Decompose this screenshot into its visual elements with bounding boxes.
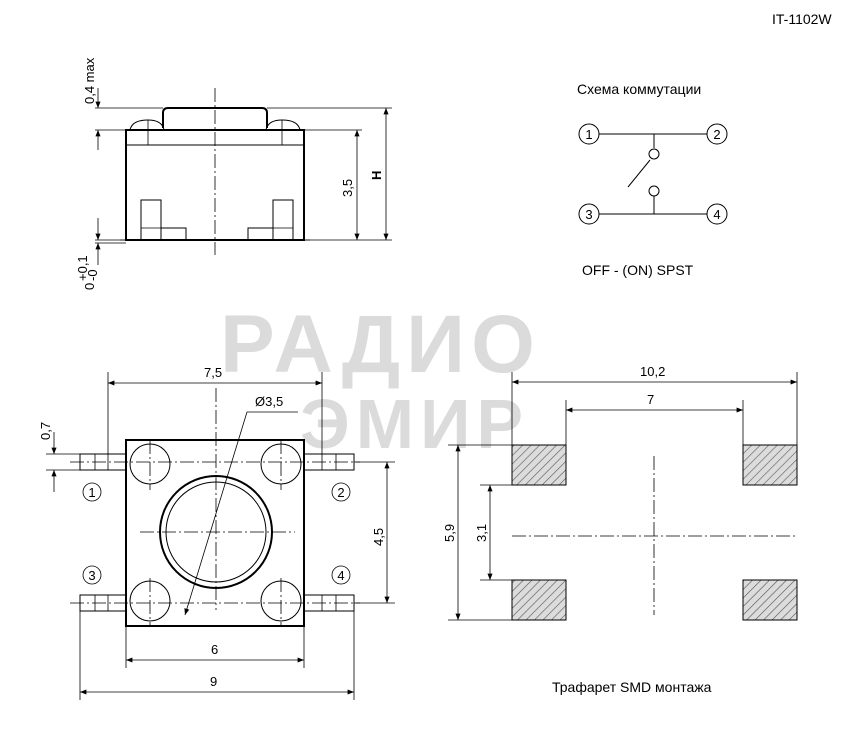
svg-text:3: 3 — [88, 568, 95, 583]
schematic-pin-4: 4 — [706, 203, 728, 225]
dim-side-body: 3,5 — [340, 179, 355, 197]
dim-top-body-width: 6 — [211, 642, 218, 657]
part-number: IT-1102W — [772, 11, 832, 27]
dim-fp-outer-x: 10,2 — [640, 364, 665, 379]
top-pin-1: 1 — [82, 482, 102, 502]
top-pin-3: 3 — [82, 565, 102, 585]
svg-text:2: 2 — [713, 127, 720, 142]
top-view: Ø3,5 1 2 3 4 7,5 0,7 4 — [38, 365, 395, 700]
svg-text:0: 0 — [82, 283, 97, 290]
smd-footprint: 10,2 7 5,9 3,1 Трафарет SMD монтажа — [442, 364, 798, 695]
dim-top-width: 7,5 — [204, 365, 222, 380]
dim-side-total: H — [369, 171, 384, 180]
side-bump-right — [265, 119, 301, 131]
dim-side-bottom-tol-plus: +0,1 — [75, 255, 90, 281]
dim-side-top: 0,4 max — [82, 57, 97, 104]
dim-fp-outer-y: 5,9 — [442, 524, 457, 542]
side-bump-left — [129, 119, 165, 131]
footprint-caption: Трафарет SMD монтажа — [552, 679, 712, 695]
schematic-pin-3: 3 — [578, 203, 600, 225]
top-pin-2: 2 — [331, 482, 351, 502]
dim-top-pin: 0,7 — [38, 422, 53, 440]
switching-schematic: Схема коммутации 1 2 3 4 OFF - (ON) SPST — [577, 81, 728, 278]
watermark: РАДИО ЭМИР — [220, 299, 541, 463]
footprint-pad-1 — [511, 444, 567, 486]
side-terminal-left — [140, 199, 162, 241]
schematic-pin-1: 1 — [578, 123, 600, 145]
watermark-line2: ЭМИР — [300, 385, 529, 463]
footprint-pad-3 — [511, 579, 567, 621]
watermark-line1: РАДИО — [220, 299, 541, 390]
footprint-pad-4 — [742, 579, 798, 621]
dim-fp-inner-x: 7 — [647, 392, 654, 407]
schematic-title: Схема коммутации — [577, 81, 701, 97]
top-pin-4: 4 — [331, 565, 351, 585]
svg-text:1: 1 — [88, 485, 95, 500]
svg-text:4: 4 — [337, 568, 344, 583]
dim-top-overall: 9 — [210, 674, 217, 689]
dim-top-pitch: 4,5 — [371, 528, 386, 546]
dim-side-bottom: 0 +0,1 -0 — [75, 255, 100, 290]
top-body — [125, 439, 305, 627]
side-view: 0,4 max 0 +0,1 -0 3,5 H — [75, 57, 392, 290]
svg-text:3: 3 — [585, 207, 592, 222]
dim-fp-inner-y: 3,1 — [474, 524, 489, 542]
svg-text:1: 1 — [585, 127, 592, 142]
footprint-pad-2 — [742, 444, 798, 486]
schematic-pin-2: 2 — [706, 123, 728, 145]
side-actuator — [162, 107, 268, 128]
side-terminal-right — [272, 199, 294, 241]
svg-text:4: 4 — [713, 207, 720, 222]
schematic-mode: OFF - (ON) SPST — [582, 262, 694, 278]
svg-text:2: 2 — [337, 485, 344, 500]
dim-side-bottom-tol-minus: -0 — [85, 269, 100, 281]
dim-top-button: Ø3,5 — [255, 394, 283, 409]
